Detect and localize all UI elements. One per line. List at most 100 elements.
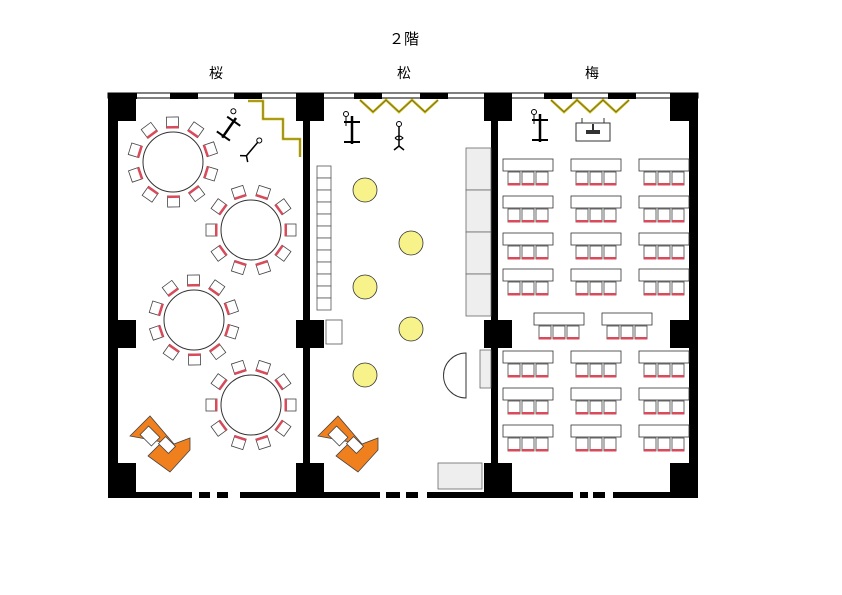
- chair: [210, 244, 228, 262]
- desk: [570, 268, 622, 282]
- round-table: [220, 199, 282, 261]
- floor-title: ２階: [388, 30, 420, 48]
- desk-unit: [570, 424, 622, 452]
- stacked-chair: [316, 285, 332, 299]
- desk-unit: [638, 350, 690, 378]
- desk-unit: [502, 158, 554, 186]
- desk: [570, 195, 622, 209]
- chair: [165, 116, 179, 129]
- desk: [638, 195, 690, 209]
- chair: [274, 244, 292, 262]
- desk-unit: [502, 195, 554, 223]
- spotlight: [398, 230, 424, 256]
- desk-unit: [601, 312, 653, 340]
- mic-stand: [393, 121, 405, 151]
- column: [484, 93, 512, 121]
- chair: [274, 373, 292, 391]
- wall-panel: [465, 231, 492, 275]
- bottom-wall: [108, 492, 192, 498]
- lectern: [343, 111, 360, 144]
- chair: [188, 353, 202, 366]
- wall-panel: [465, 189, 492, 233]
- desk-unit: [638, 387, 690, 415]
- desk-unit: [638, 424, 690, 452]
- stacked-chair: [316, 165, 332, 179]
- column: [670, 93, 698, 121]
- chair: [255, 259, 272, 276]
- round-table-group: [127, 116, 219, 208]
- column: [296, 93, 324, 121]
- chair: [188, 185, 206, 203]
- desk-unit: [570, 387, 622, 415]
- column: [108, 93, 136, 121]
- round-table-group: [205, 184, 297, 276]
- desk: [502, 424, 554, 438]
- folding-screen: [359, 98, 439, 114]
- stacked-chair: [316, 189, 332, 203]
- desk: [638, 424, 690, 438]
- desk: [638, 387, 690, 401]
- chair: [230, 259, 247, 276]
- desk-unit: [502, 424, 554, 452]
- column: [296, 320, 324, 348]
- reception-counter: [317, 415, 379, 473]
- desk: [570, 158, 622, 172]
- bottom-wall: [406, 492, 418, 498]
- desk: [638, 268, 690, 282]
- partition-wall-2: [491, 93, 498, 498]
- desk-unit: [570, 195, 622, 223]
- chair: [203, 165, 219, 182]
- spotlight: [352, 274, 378, 300]
- chair: [230, 184, 247, 201]
- chair: [148, 324, 165, 341]
- furniture: [127, 98, 690, 490]
- desk: [502, 387, 554, 401]
- chair: [167, 195, 181, 208]
- stacked-chair: [316, 261, 332, 275]
- podium: [575, 118, 611, 142]
- desk-unit: [638, 268, 690, 296]
- chair: [140, 121, 158, 139]
- desk: [638, 232, 690, 246]
- stacked-chair: [316, 201, 332, 215]
- bottom-wall: [386, 492, 400, 498]
- chair: [209, 343, 227, 361]
- chair: [230, 359, 247, 376]
- chair: [210, 198, 228, 216]
- top-wall-segment: [170, 93, 198, 99]
- stacked-chair: [316, 237, 332, 251]
- side-panel: [479, 349, 492, 389]
- chair: [187, 121, 205, 139]
- lectern: [531, 109, 548, 142]
- chair: [202, 141, 219, 158]
- chair: [141, 185, 159, 203]
- desk: [570, 232, 622, 246]
- round-table: [142, 131, 204, 193]
- desk-unit: [638, 232, 690, 260]
- round-table-group: [148, 274, 240, 366]
- top-wall-segment: [354, 93, 382, 99]
- stacked-chair: [316, 297, 332, 311]
- desk-unit: [502, 268, 554, 296]
- chair: [127, 142, 143, 159]
- chair: [205, 223, 218, 237]
- top-wall-segment: [544, 93, 572, 99]
- round-table: [163, 289, 225, 351]
- left-wall: [108, 93, 118, 498]
- storage-box: [437, 462, 483, 490]
- desk-unit: [502, 387, 554, 415]
- desk: [570, 387, 622, 401]
- desk-unit: [570, 232, 622, 260]
- chair: [127, 166, 144, 183]
- folding-screen-outline: [550, 99, 630, 113]
- chair: [224, 323, 240, 340]
- folding-screen: [550, 98, 630, 114]
- chair: [255, 184, 272, 201]
- desk: [502, 350, 554, 364]
- desk: [638, 350, 690, 364]
- stacked-chair: [316, 273, 332, 287]
- round-table: [220, 374, 282, 436]
- column: [670, 320, 698, 348]
- chair: [274, 419, 292, 437]
